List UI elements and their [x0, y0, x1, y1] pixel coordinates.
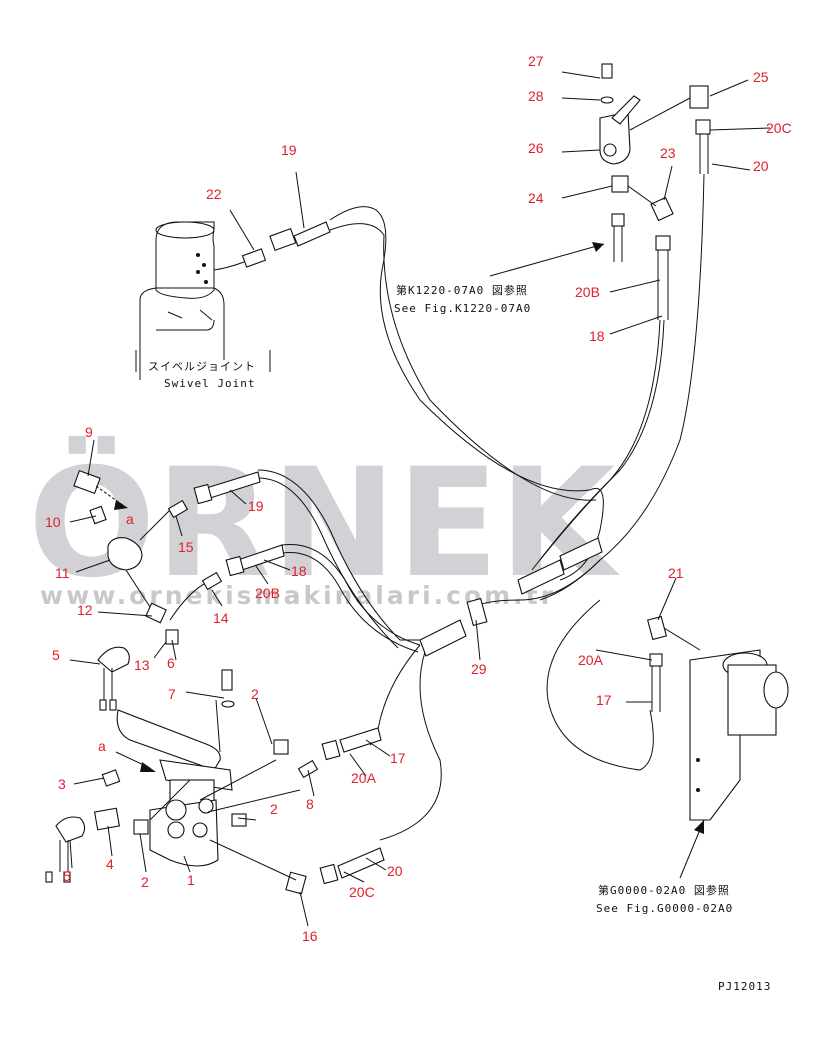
callout-17: 17	[390, 750, 406, 766]
reference-texts: スイベルジョイント Swivel Joint 第K1220-07A0 図参照 S…	[148, 283, 771, 993]
callout-3: 3	[58, 776, 66, 792]
swivel-joint-drawing	[139, 221, 331, 380]
callout-1: 1	[187, 872, 195, 888]
callout-20-top: 20	[753, 158, 769, 174]
callout-4: 4	[106, 856, 114, 872]
watermark: ÖRNEK www.ornekismakinalari.com.tr	[28, 435, 620, 611]
swivel-joint-en: Swivel Joint	[164, 377, 255, 390]
ref-g0000-en: See Fig.G0000-02A0	[596, 902, 733, 915]
ref-k1220-en: See Fig.K1220-07A0	[394, 302, 531, 315]
pedal-valve	[93, 669, 307, 895]
callout-20a-r: 20A	[578, 652, 604, 668]
callout-5: 5	[52, 647, 60, 663]
callout-12: 12	[77, 602, 93, 618]
callout-17-r: 17	[596, 692, 612, 708]
callout-6: 6	[167, 655, 175, 671]
callout-25: 25	[753, 69, 769, 85]
arrow-label-a1: a	[126, 511, 134, 527]
callout-18: 18	[291, 563, 307, 579]
right-component	[646, 615, 789, 821]
callout-26: 26	[528, 140, 544, 156]
callout-21: 21	[668, 565, 684, 581]
callout-23: 23	[660, 145, 676, 161]
callout-8: 8	[306, 796, 314, 812]
callout-20: 20	[387, 863, 403, 879]
callout-19-top: 19	[281, 142, 297, 158]
arrow-label-a2: a	[98, 738, 106, 754]
callout-10: 10	[45, 514, 61, 530]
drawing-number: PJ12013	[718, 980, 771, 993]
callout-19: 19	[248, 498, 264, 514]
callout-11: 11	[55, 565, 70, 581]
callout-22: 22	[206, 186, 222, 202]
callout-27: 27	[528, 53, 544, 69]
callout-9: 9	[85, 424, 93, 440]
callout-2a: 2	[251, 686, 259, 702]
callout-20c: 20C	[349, 884, 375, 900]
ref-g0000-jp: 第G0000-02A0 図参照	[598, 883, 730, 897]
callout-7: 7	[168, 686, 176, 702]
callout-14: 14	[213, 610, 229, 626]
hose-fittings	[167, 471, 603, 885]
callout-28: 28	[528, 88, 544, 104]
ref-k1220-jp: 第K1220-07A0 図参照	[396, 283, 528, 297]
callout-2b: 2	[270, 801, 278, 817]
callout-5b: 5	[63, 868, 71, 884]
callout-18-top: 18	[589, 328, 605, 344]
left-parts	[45, 470, 179, 883]
callout-labels: 27 28 25 26 20C 23 20 24 19 22 20B 18 9 …	[45, 53, 792, 944]
swivel-joint-jp: スイベルジョイント	[148, 360, 256, 373]
callout-20a: 20A	[351, 770, 377, 786]
callout-20b-top: 20B	[575, 284, 600, 300]
callout-15: 15	[178, 539, 194, 555]
callout-16: 16	[302, 928, 318, 944]
callout-20c-top: 20C	[766, 120, 792, 136]
leader-lines	[69, 71, 771, 927]
callout-29: 29	[471, 661, 487, 677]
reference-arrows	[95, 242, 705, 879]
hose-lines	[139, 173, 705, 841]
callout-24: 24	[528, 190, 544, 206]
callout-13: 13	[134, 657, 150, 673]
top-right-parts	[599, 63, 711, 320]
callout-20b: 20B	[255, 585, 280, 601]
callout-2c: 2	[141, 874, 149, 890]
